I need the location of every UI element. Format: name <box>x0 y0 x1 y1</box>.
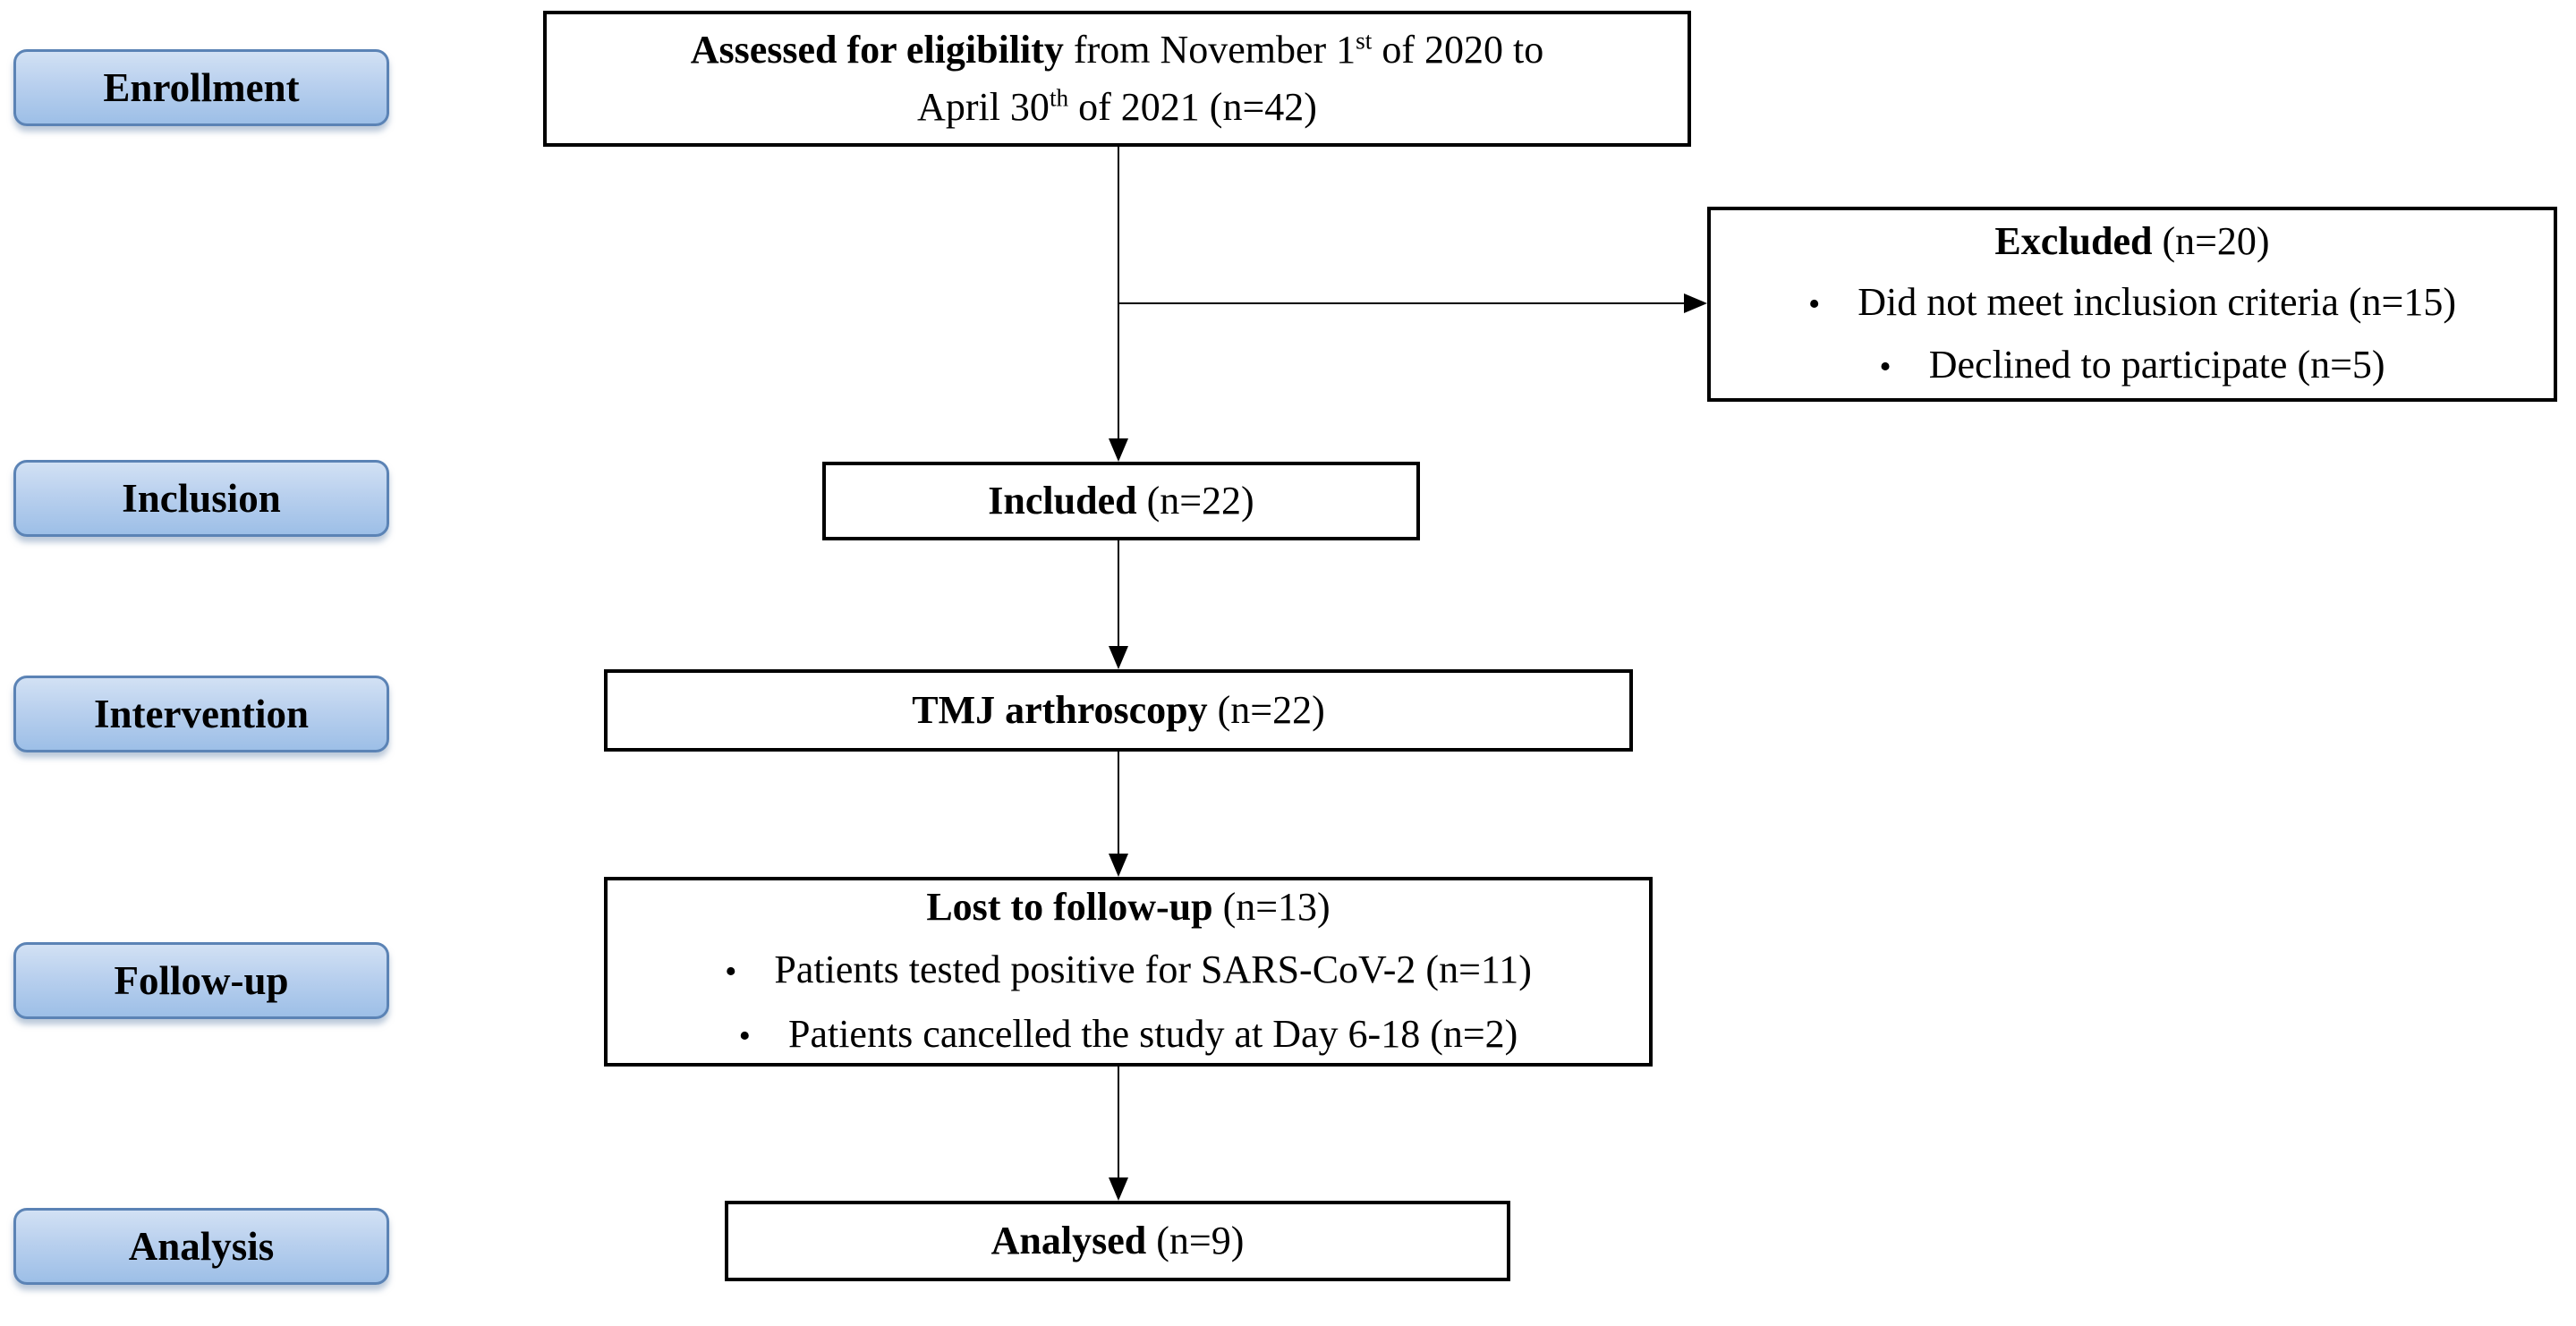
flow-box-assessed-for-eligibility: Assessed for eligibility from November 1… <box>543 11 1691 147</box>
analysed-title-rest: (n=9) <box>1146 1219 1245 1262</box>
flow-box-lost-to-follow-up: Lost to follow-up (n=13) • Patients teste… <box>604 877 1653 1067</box>
lost-bullet-1: • Patients tested positive for SARS-CoV-2… <box>725 939 1532 1003</box>
bullet-icon: • <box>738 1017 751 1055</box>
lost-bullet-2: • Patients cancelled the study at Day 6-1… <box>739 1003 1518 1067</box>
assessed-line1-superscript: st <box>1356 27 1373 55</box>
assessed-line-2: April 30th of 2021 (n=42) <box>917 79 1317 136</box>
arrowhead-down-included-icon <box>1109 438 1128 462</box>
included-title: Included (n=22) <box>988 472 1254 530</box>
flow-box-tmj-arthroscopy: TMJ arthroscopy (n=22) <box>604 669 1633 752</box>
stage-label-analysis-text: Analysis <box>128 1224 275 1269</box>
flow-box-included: Included (n=22) <box>822 462 1420 540</box>
stage-label-intervention-text: Intervention <box>94 692 309 736</box>
stage-label-follow-up: Follow-up <box>13 942 389 1019</box>
stage-label-inclusion-text: Inclusion <box>122 476 281 521</box>
lost-title-rest: (n=13) <box>1212 885 1331 929</box>
excluded-bullet-2: • Declined to participate (n=5) <box>1879 335 2385 397</box>
excluded-bullet-1-text: Did not meet inclusion criteria (n=15) <box>1858 280 2457 324</box>
arrowhead-down-analysed-icon <box>1109 1177 1128 1201</box>
connector-lost-to-analysed-line <box>1118 1067 1119 1179</box>
stage-label-follow-up-text: Follow-up <box>114 958 289 1003</box>
stage-label-enrollment-text: Enrollment <box>103 65 300 110</box>
included-title-rest: (n=22) <box>1136 479 1254 523</box>
excluded-title: Excluded (n=20) <box>1994 211 2269 272</box>
excluded-title-bold: Excluded <box>1994 219 2153 263</box>
analysed-title: Analysed (n=9) <box>991 1212 1245 1270</box>
included-title-bold: Included <box>988 479 1137 523</box>
assessed-line2-tail: of 2021 (n=42) <box>1068 85 1317 129</box>
flow-box-analysed: Analysed (n=9) <box>725 1201 1510 1281</box>
excluded-bullet-1: • Did not meet inclusion criteria (n=15) <box>1808 272 2456 335</box>
connector-included-to-tmj-line <box>1118 540 1119 648</box>
excluded-bullet-2-text: Declined to participate (n=5) <box>1928 343 2385 387</box>
stage-label-enrollment: Enrollment <box>13 49 389 126</box>
bullet-icon: • <box>725 953 737 990</box>
connector-branch-to-excluded-line <box>1118 302 1684 304</box>
bullet-icon: • <box>1879 348 1892 386</box>
analysed-title-bold: Analysed <box>990 1219 1147 1262</box>
tmj-title-bold: TMJ arthroscopy <box>912 688 1208 732</box>
assessed-line2-superscript: th <box>1049 84 1069 112</box>
tmj-title: TMJ arthroscopy (n=22) <box>912 682 1325 739</box>
stage-label-inclusion: Inclusion <box>13 460 389 537</box>
arrowhead-down-lost-icon <box>1109 854 1128 877</box>
connector-tmj-to-lost-line <box>1118 752 1119 855</box>
excluded-title-rest: (n=20) <box>2152 219 2270 263</box>
lost-title-bold: Lost to follow-up <box>926 885 1213 929</box>
arrowhead-down-tmj-icon <box>1109 646 1128 669</box>
assessed-line1-tail: of 2020 to <box>1372 28 1544 72</box>
lost-title: Lost to follow-up (n=13) <box>926 876 1330 939</box>
flow-box-excluded: Excluded (n=20) • Did not meet inclusion … <box>1707 207 2557 402</box>
lost-bullet-1-text: Patients tested positive for SARS-CoV-2 … <box>774 948 1532 991</box>
arrowhead-right-excluded-icon <box>1684 293 1707 313</box>
stage-label-intervention: Intervention <box>13 676 389 752</box>
bullet-icon: • <box>1807 285 1821 323</box>
lost-bullet-2-text: Patients cancelled the study at Day 6-18… <box>787 1012 1518 1056</box>
connector-assessed-to-included-line <box>1118 147 1119 440</box>
stage-label-analysis: Analysis <box>13 1208 389 1285</box>
assessed-line1-rest: from November 1 <box>1063 28 1356 72</box>
assessed-line2-lead: April 30 <box>917 85 1050 129</box>
assessed-line-1: Assessed for eligibility from November 1… <box>691 21 1544 79</box>
assessed-title-bold: Assessed for eligibility <box>690 28 1064 72</box>
tmj-title-rest: (n=22) <box>1207 688 1325 732</box>
